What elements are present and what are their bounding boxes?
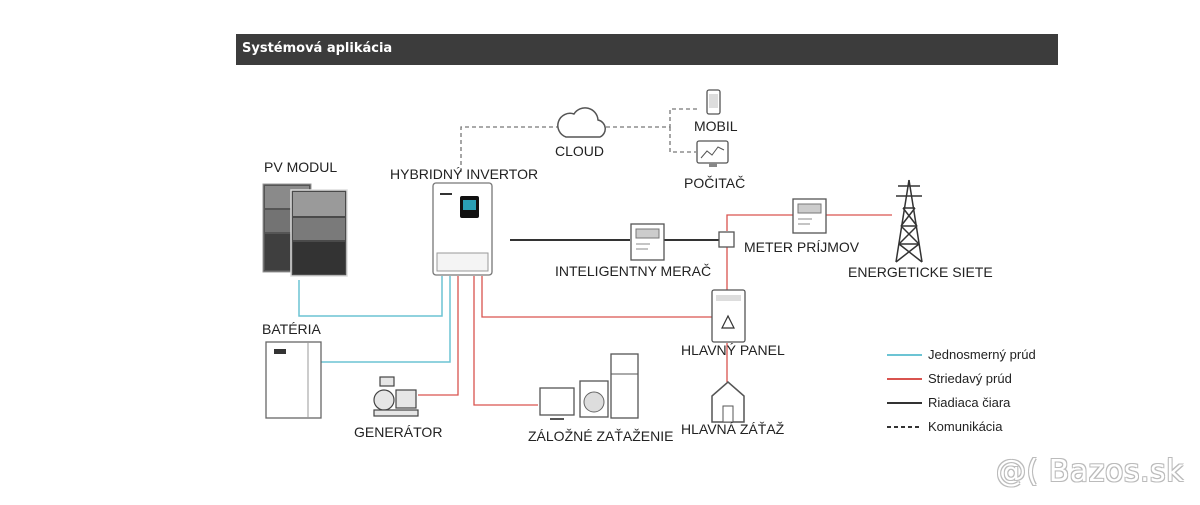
backup-load-icons [539, 353, 639, 420]
pv-module-label: PV MODUL [264, 159, 337, 175]
main-panel-icon [711, 289, 746, 343]
mobile-label: MOBIL [694, 118, 738, 134]
main-load-label: HLAVNÁ ZÁŤAŽ [681, 421, 785, 437]
junction-node [718, 231, 735, 248]
communication-lines [460, 108, 700, 172]
fridge-icon [610, 353, 639, 419]
dc-lines [298, 276, 451, 363]
header-bar: Systémová aplikácia [236, 34, 1058, 65]
smart-meter-label: INTELIGENTNY MERAČ [555, 263, 711, 279]
computer-icon [696, 140, 729, 167]
mobile-icon [706, 89, 721, 115]
power-tower-icon [895, 179, 923, 263]
inverter-panel-ac-line [481, 276, 712, 318]
meter-income-label: METER PRÍJMOV [744, 239, 860, 255]
legend: Jednosmerný prúd Striedavý prúd Riadiaca… [887, 347, 1036, 434]
hybrid-inverter-icon [432, 182, 493, 276]
smart-meter-icon [630, 223, 665, 261]
generator-icon [373, 376, 419, 417]
income-meter-icon [792, 198, 827, 234]
computer-label: POČITAČ [684, 175, 745, 191]
inverter-cloud-link [460, 126, 560, 172]
house-icon [711, 381, 745, 423]
washer-icon [579, 380, 609, 418]
battery-icon [265, 341, 322, 419]
main-panel-label: HLAVNÝ PANEL [681, 342, 785, 358]
generator-label: GENERÁTOR [354, 424, 442, 440]
cloud-icon [557, 107, 606, 138]
battery-label: BATÉRIA [262, 321, 322, 337]
backup-load-label: ZÁLOŽNÉ ZAŤAŽENIE [528, 428, 673, 444]
legend-comm-label: Komunikácia [928, 419, 1003, 434]
watermark: @( Bazos.sk [996, 454, 1184, 489]
ac-lines [418, 214, 892, 406]
cloud-mobile-link [606, 108, 700, 128]
legend-dc-label: Jednosmerný prúd [928, 347, 1036, 362]
header-title: Systémová aplikácia [242, 41, 393, 56]
cloud-label: CLOUD [555, 143, 604, 159]
meter-income-ac-line [726, 214, 793, 231]
battery-inverter-dc-line [320, 276, 451, 363]
pv-inverter-dc-line [298, 276, 443, 317]
backup-load-ac-line [473, 276, 538, 406]
cloud-computer-link [669, 127, 696, 153]
grid-label: ENERGETICKE SIETE [848, 264, 993, 280]
legend-control-label: Riadiaca čiara [928, 395, 1011, 410]
pv-module-icon [262, 183, 348, 277]
legend-ac-label: Striedavý prúd [928, 371, 1012, 386]
generator-ac-line [418, 276, 459, 396]
tv-icon [539, 387, 575, 416]
hybrid-inverter-label: HYBRIDNÝ INVERTOR [390, 166, 538, 182]
